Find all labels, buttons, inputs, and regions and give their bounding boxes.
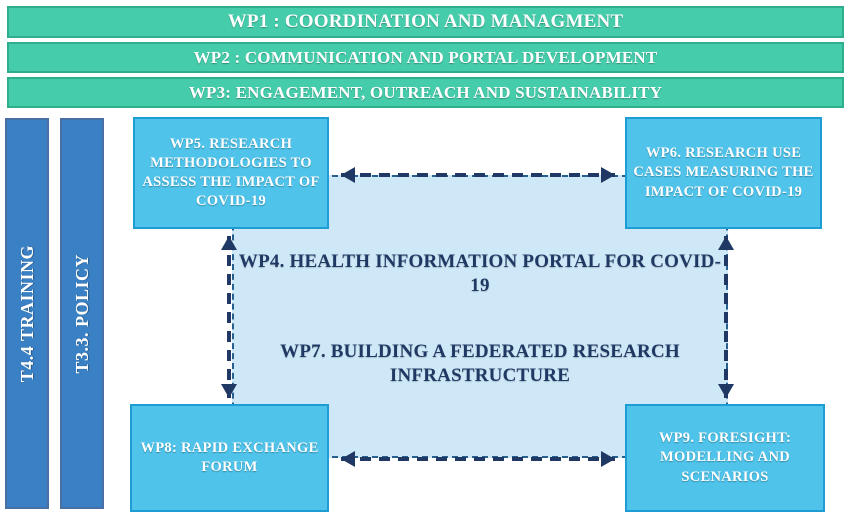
vertical-bar-training: T4.4 TRAINING xyxy=(5,118,49,509)
work-package-bar-wp3-label: WP3: ENGAGEMENT, OUTREACH AND SUSTAINABI… xyxy=(188,82,663,102)
connector-arrow-bottom xyxy=(341,451,615,467)
work-package-box-wp8-label: WP8: RAPID EXCHANGE FORUM xyxy=(140,439,319,475)
connector-arrow-left xyxy=(221,236,237,398)
work-package-bar-wp2: WP2 : COMMUNICATION AND PORTAL DEVELOPME… xyxy=(7,42,844,73)
connector-arrow-right xyxy=(718,236,734,398)
work-package-box-wp9: WP9. FORESIGHT: MODELLING AND SCENARIOS xyxy=(625,404,825,512)
vertical-bar-training-label: T4.4 TRAINING xyxy=(16,244,37,383)
work-package-bar-wp3: WP3: ENGAGEMENT, OUTREACH AND SUSTAINABI… xyxy=(7,77,844,108)
work-package-box-wp5: WP5. RESEARCH METHODOLOGIES TO ASSESS TH… xyxy=(133,117,329,229)
vertical-bar-policy-label: T3.3. POLICY xyxy=(71,253,92,374)
connector-arrow-top xyxy=(341,167,615,183)
work-package-bar-wp1-label: WP1 : COORDINATION AND MANAGMENT xyxy=(227,11,624,32)
center-label-wp4: WP4. HEALTH INFORMATION PORTAL FOR COVID… xyxy=(238,251,722,297)
work-package-box-wp6: WP6. RESEARCH USE CASES MEASURING THE IM… xyxy=(625,117,822,229)
center-label-wp7: WP7. BUILDING A FEDERATED RESEARCH INFRA… xyxy=(280,341,680,387)
work-package-bar-wp2-label: WP2 : COMMUNICATION AND PORTAL DEVELOPME… xyxy=(193,47,658,67)
work-package-box-wp6-label: WP6. RESEARCH USE CASES MEASURING THE IM… xyxy=(633,145,814,200)
vertical-bar-policy: T3.3. POLICY xyxy=(60,118,104,509)
work-package-box-wp5-label: WP5. RESEARCH METHODOLOGIES TO ASSESS TH… xyxy=(142,135,320,210)
work-package-box-wp8: WP8: RAPID EXCHANGE FORUM xyxy=(130,404,329,512)
work-package-bar-wp1: WP1 : COORDINATION AND MANAGMENT xyxy=(7,6,844,38)
work-package-box-wp9-label: WP9. FORESIGHT: MODELLING AND SCENARIOS xyxy=(658,430,792,485)
